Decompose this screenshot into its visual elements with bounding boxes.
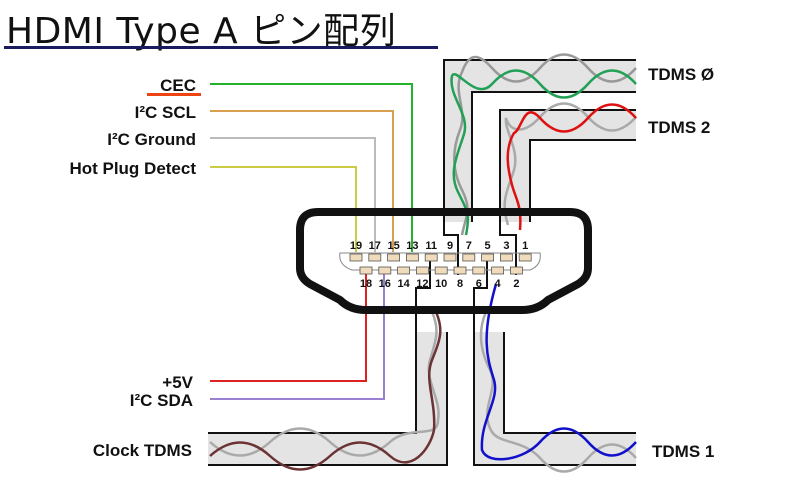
pin-number-19: 19 bbox=[350, 240, 362, 252]
cec-underline bbox=[147, 93, 201, 96]
pin-number-9: 9 bbox=[447, 240, 453, 252]
pin-pad-10 bbox=[434, 266, 448, 275]
pin-pad-17 bbox=[368, 253, 382, 262]
shield-wire-clock bbox=[415, 258, 431, 320]
pin-pad-14 bbox=[397, 266, 411, 275]
pin-number-3: 3 bbox=[503, 240, 509, 252]
pin-pad-6 bbox=[472, 266, 486, 275]
pin-number-18: 18 bbox=[360, 278, 372, 290]
pin-pad-15 bbox=[387, 253, 401, 262]
i2c-scl-wire bbox=[210, 110, 394, 252]
tdms2-twisted-pair bbox=[503, 102, 637, 231]
pin-number-5: 5 bbox=[485, 240, 491, 252]
label-hot-plug-detect: Hot Plug Detect bbox=[69, 159, 196, 178]
tdms0-twisted-pair bbox=[450, 53, 637, 236]
i2c-sda-wire bbox=[210, 270, 385, 400]
label-i2c-scl: I²C SCL bbox=[135, 103, 196, 122]
pin-pad-13 bbox=[405, 253, 419, 262]
plus5v-wire bbox=[210, 270, 367, 382]
pin-pad-4 bbox=[491, 266, 505, 275]
tdms2-channel bbox=[499, 109, 636, 222]
pin-pad-11 bbox=[424, 253, 438, 262]
pin-number-17: 17 bbox=[369, 240, 381, 252]
page-title: HDMI Type A ピン配列 bbox=[6, 11, 397, 52]
label-tdms0: TDMS Ø bbox=[648, 65, 714, 84]
connector-shell bbox=[296, 208, 592, 314]
label-tdms1: TDMS 1 bbox=[652, 442, 714, 461]
shield-wire-tdms1 bbox=[473, 258, 488, 320]
pin-number-13: 13 bbox=[406, 240, 418, 252]
pin-pad-1 bbox=[518, 253, 532, 262]
pin-number-10: 10 bbox=[435, 278, 447, 290]
shield-wire-tdms0 bbox=[443, 200, 459, 275]
pin-number-1: 1 bbox=[522, 240, 528, 252]
i2c-ground-wire bbox=[210, 137, 376, 252]
pin-number-14: 14 bbox=[397, 278, 410, 290]
pin-pad-19 bbox=[349, 253, 363, 262]
cec-wire bbox=[210, 83, 413, 252]
hot-plug-detect-wire bbox=[210, 166, 357, 252]
pin-pad-16 bbox=[378, 266, 392, 275]
pin-number-2: 2 bbox=[513, 278, 519, 290]
label-i2c-sda: I²C SDA bbox=[130, 391, 193, 410]
label-cec: CEC bbox=[160, 76, 196, 95]
pin-pad-8 bbox=[453, 266, 467, 275]
pin-pad-7 bbox=[462, 253, 476, 262]
pin-pad-5 bbox=[481, 253, 495, 262]
pin-pad-9 bbox=[443, 253, 457, 262]
tdms1-twisted-pair bbox=[479, 283, 637, 473]
shield-wire-tdms2 bbox=[499, 200, 517, 275]
pin-pad-3 bbox=[499, 253, 513, 262]
label-plus5v: +5V bbox=[162, 373, 193, 392]
pin-pad-2 bbox=[509, 266, 523, 275]
label-i2c-ground: I²C Ground bbox=[107, 130, 196, 149]
pin-pad-18 bbox=[359, 266, 373, 275]
connector-tongue bbox=[339, 252, 541, 271]
pin-number-11: 11 bbox=[425, 240, 437, 252]
tdms1-channel bbox=[473, 312, 636, 466]
pin-number-4: 4 bbox=[495, 278, 502, 290]
pin-number-16: 16 bbox=[379, 278, 391, 290]
pin-number-12: 12 bbox=[416, 278, 428, 290]
label-clock-tdms: Clock TDMS bbox=[93, 441, 192, 460]
pin-number-7: 7 bbox=[466, 240, 472, 252]
pin-number-15: 15 bbox=[387, 240, 399, 252]
label-tdms2: TDMS 2 bbox=[648, 118, 710, 137]
pin-number-8: 8 bbox=[457, 278, 463, 290]
title-underline bbox=[4, 46, 438, 49]
clock-tdms-twisted-pair bbox=[209, 311, 442, 471]
pin-number-6: 6 bbox=[476, 278, 482, 290]
pin-pad-12 bbox=[415, 266, 429, 275]
